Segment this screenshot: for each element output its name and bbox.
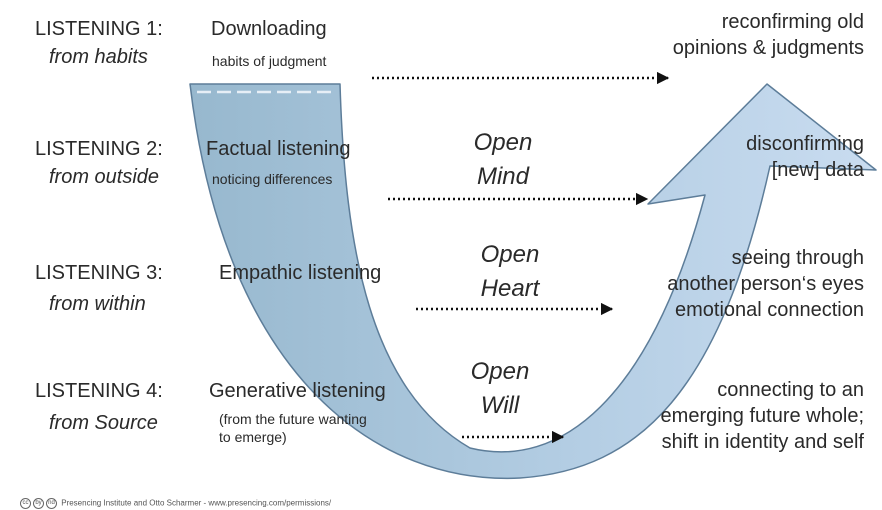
cc-license-icon: cc (20, 498, 31, 509)
level-1-detail: habits of judgment (212, 53, 327, 69)
level-2-mode: Factual listening (206, 138, 351, 160)
level-4-result-line-1: connecting to an (717, 379, 864, 401)
level-3-result-line-3: emotional connection (674, 299, 864, 321)
level-2-result-line-2: [new] data (771, 159, 864, 181)
level-1-mode: Downloading (211, 18, 327, 40)
level-4-detail: (from the future wanting to emerge) (219, 410, 367, 446)
level-4-mode: Generative listening (209, 380, 386, 402)
level-3-source: from within (49, 293, 146, 315)
level-2-title: LISTENING 2: (35, 138, 163, 160)
level-2-source: from outside (49, 166, 160, 188)
level-4-detail-line-1: (from the future wanting (219, 411, 367, 427)
level-2-result-line-1: disconfirming (746, 133, 864, 155)
level-1-title: LISTENING 1: (35, 18, 163, 40)
level-4-result-line-3: shift in identity and self (661, 431, 864, 453)
opening-will-line-2: Will (480, 392, 520, 419)
nd-license-icon: nd (46, 498, 57, 509)
level-3-result-line-2: another person‘s eyes (667, 273, 864, 295)
level-1-result: reconfirming old opinions & judgments (673, 9, 864, 61)
level-3-result: seeing through another person‘s eyes emo… (667, 245, 864, 323)
level-1-result-line-1: reconfirming old (721, 11, 864, 33)
u-arrow-shape (189, 83, 877, 480)
level-1-result-line-2: opinions & judgments (672, 37, 864, 59)
level-2-result: disconfirming [new] data (746, 131, 864, 183)
level-4-result-line-2: emerging future whole; (660, 405, 864, 427)
opening-mind-line-1: Open (473, 129, 533, 156)
level-2-detail: noticing differences (212, 171, 333, 187)
opening-heart-line-2: Heart (480, 275, 540, 302)
opening-heart: Open Heart (455, 238, 565, 306)
opening-mind-line-2: Mind (476, 163, 530, 190)
level-3-mode: Empathic listening (219, 262, 382, 284)
level-4-result: connecting to an emerging future whole; … (661, 377, 864, 455)
level-1-source: from habits (49, 46, 148, 68)
level-3-title: LISTENING 3: (35, 262, 163, 284)
opening-will-line-1: Open (470, 358, 530, 385)
level-4-title: LISTENING 4: (35, 380, 163, 402)
opening-mind: Open Mind (448, 126, 558, 194)
level-4-source: from Source (49, 412, 158, 434)
level-4-detail-line-2: to emerge) (219, 429, 287, 445)
by-license-icon: by (33, 498, 44, 509)
opening-heart-line-1: Open (480, 241, 540, 268)
footer-credit: Presencing Institute and Otto Scharmer -… (61, 498, 332, 508)
level-3-result-line-1: seeing through (731, 247, 864, 269)
opening-will: Open Will (445, 355, 555, 423)
